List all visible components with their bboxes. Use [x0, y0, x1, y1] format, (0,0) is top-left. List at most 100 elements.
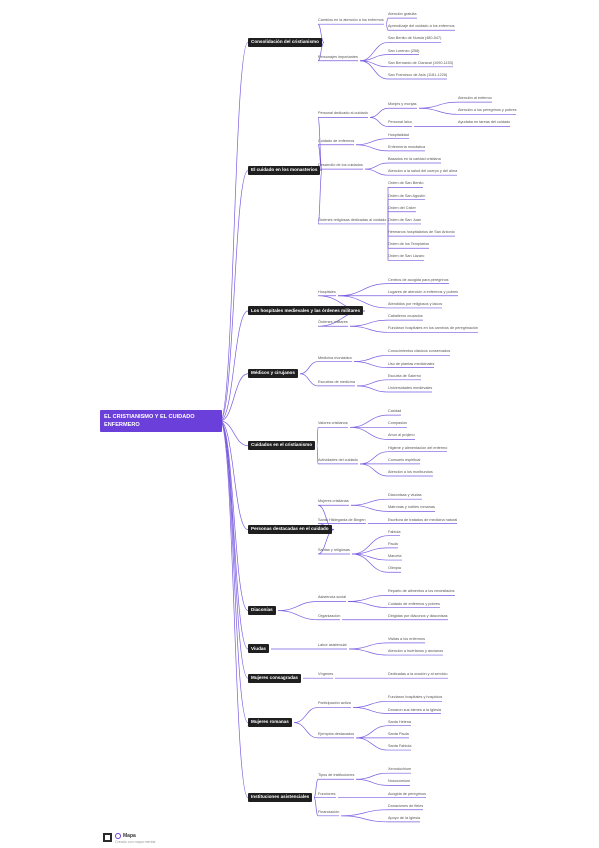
sub-topic[interactable]: Tipos de instituciones	[318, 773, 355, 778]
sub-topic[interactable]: Cuidado de enfermos y pobres	[388, 601, 440, 606]
sub-topic[interactable]: Cambios en la atención a los enfermos	[318, 18, 384, 23]
sub-topic[interactable]: Escuelas de medicina	[318, 380, 355, 385]
sub-topic[interactable]: Orden de San Lázaro	[388, 254, 425, 259]
connector-line	[317, 23, 384, 43]
sub-topic[interactable]: Reparto de alimentos a los necesitados	[388, 589, 455, 594]
sub-topic[interactable]: Nosocomium	[388, 779, 411, 784]
sub-topic[interactable]: Desarrollo de los cuidados	[318, 163, 363, 168]
main-topic[interactable]: Cuidados en el cristianismo	[248, 441, 316, 451]
root-topic[interactable]: EL CRISTIANISMO Y EL CUIDADO ENFERMERO	[100, 410, 222, 432]
sub-topic[interactable]: Hospitalidad	[388, 132, 409, 137]
sub-topic[interactable]: Funciones	[318, 791, 336, 796]
sub-topic[interactable]: San Lorenzo (258)	[388, 48, 420, 53]
sub-topic[interactable]: Escuela de Salerno	[388, 374, 421, 378]
sub-topic[interactable]: Atención gratuita	[388, 12, 417, 17]
sub-topic[interactable]: Basados en la caridad cristiana	[388, 157, 441, 162]
main-topic[interactable]: El cuidado en los monasterios	[248, 166, 321, 176]
sub-topic[interactable]: San Bernardo de Claraval (1090-1153)	[388, 61, 454, 65]
sub-topic[interactable]: Acogida de peregrinos	[388, 791, 426, 796]
sub-topic[interactable]: Santa Fabiola	[388, 744, 412, 749]
sub-topic[interactable]: Enfermería monástica	[388, 145, 426, 150]
main-topic[interactable]: Los hospitales medievales y las órdenes …	[248, 306, 364, 316]
sub-topic[interactable]: Conocimientos clásicos conservados	[388, 349, 451, 354]
sub-topic[interactable]: Atención a los moribundos	[388, 470, 433, 475]
sub-topic[interactable]: Atención a los peregrinos y pobres	[458, 108, 517, 113]
sub-topic[interactable]: Amor al prójimo	[388, 433, 415, 438]
sub-topic[interactable]: Uso de plantas medicinales	[388, 361, 435, 366]
sub-topic[interactable]: Orden de San Agustín	[388, 193, 426, 198]
sub-topic[interactable]: Ayudaba en tareas del cuidado	[458, 120, 511, 125]
sub-topic[interactable]: Valores cristianos	[318, 421, 348, 426]
connector-line	[219, 420, 249, 446]
sub-topic[interactable]: Orden de San Juan	[388, 218, 421, 223]
main-topic[interactable]: Personas destacadas en el cuidado	[248, 525, 332, 535]
sub-topic[interactable]: Visitas a los enfermos	[388, 637, 426, 642]
sub-topic[interactable]: Universidades medievales	[388, 386, 433, 391]
sub-topic[interactable]: Hospitales	[318, 289, 336, 294]
sub-topic[interactable]: Olimpia	[388, 566, 401, 571]
sub-topic[interactable]: Dirigidas por diáconos y diaconisas	[388, 613, 448, 618]
main-topic[interactable]: Médicos y cirujanos	[248, 369, 298, 379]
sub-topic[interactable]: Actividades del cuidado	[318, 458, 358, 463]
main-topic[interactable]: Consolidación del cristianismo	[248, 37, 322, 47]
sub-topic[interactable]: Caballeros cruzados	[388, 314, 423, 319]
sub-topic[interactable]: Caridad	[388, 409, 402, 414]
sub-topic[interactable]: Órdenes militares	[318, 320, 348, 325]
sub-topic[interactable]: Organización	[318, 613, 341, 618]
sub-topic[interactable]: Personal dedicado al cuidado	[318, 111, 368, 116]
sub-topic[interactable]: Donaron sus bienes a la Iglesia	[388, 707, 441, 712]
sub-topic[interactable]: Monjes y monjas	[388, 102, 417, 107]
sub-topic[interactable]: Matronas y nobles romanas	[388, 505, 435, 510]
sub-topic[interactable]: Santa Paula	[388, 732, 409, 737]
sub-topic[interactable]: Fundaron hospitales en los caminos de pe…	[388, 326, 479, 331]
sub-topic[interactable]: Mujeres cristianas	[318, 499, 349, 504]
sub-topic[interactable]: Aprendizaje del cuidado a los enfermos	[388, 24, 455, 29]
sub-topic[interactable]: Fundaron hospitales y hospicios	[388, 695, 443, 700]
sub-topic[interactable]: Xenodochium	[388, 767, 412, 772]
sub-topic[interactable]: Orden de San Benito	[388, 181, 424, 186]
sub-topic[interactable]: Donaciones de fieles	[388, 803, 424, 808]
main-topic[interactable]: Mujeres consagradas	[248, 673, 301, 683]
sub-topic[interactable]: Atención al enfermo	[458, 96, 492, 101]
main-topic[interactable]: Instituciones asistenciales	[248, 793, 313, 803]
sub-topic[interactable]: Lugares de atención a enfermos y pobres	[388, 289, 459, 294]
sub-topic[interactable]: Medicina monástica	[318, 355, 352, 360]
main-topic[interactable]: Mujeres romanas	[248, 718, 292, 728]
sub-topic[interactable]: Órdenes religiosas dedicadas al cuidado	[318, 218, 387, 223]
sub-topic[interactable]: Atención a huérfanos y ancianos	[388, 649, 444, 654]
connector-line	[219, 420, 249, 530]
sub-topic[interactable]: Compasión	[388, 421, 408, 426]
sub-topic[interactable]: Orden del Císter	[388, 205, 416, 210]
sub-topic[interactable]: Diaconisas y viudas	[388, 493, 422, 498]
sub-topic[interactable]: Ejemplos destacados	[318, 732, 355, 737]
sub-topic[interactable]: Marcela	[388, 554, 402, 559]
sub-topic[interactable]: Atención a la salud del cuerpo y del alm…	[388, 169, 458, 174]
sub-topic[interactable]: Consuelo espiritual	[388, 458, 421, 463]
sub-topic[interactable]: Paula	[388, 542, 398, 547]
sub-topic[interactable]: Asistencia social	[318, 595, 347, 600]
sub-topic[interactable]: Centros de acogida para peregrinos	[388, 277, 449, 282]
sub-topic[interactable]: Vírgenes	[318, 672, 334, 677]
sub-topic[interactable]: Santa Hildegarda de Bingen	[318, 517, 366, 522]
sub-topic[interactable]: Santa Helena	[388, 719, 412, 724]
sub-topic[interactable]: Labor asistencial	[318, 643, 347, 648]
sub-topic[interactable]: Apoyo de la Iglesia	[388, 816, 421, 821]
sub-topic[interactable]: Atendidos por religiosos y laicos	[388, 302, 443, 307]
sub-topic[interactable]: Dedicadas a la oración y al servicio	[388, 672, 448, 677]
sub-topic[interactable]: Santas y religiosas	[318, 548, 350, 553]
sub-topic[interactable]: Financiación	[318, 810, 340, 815]
sub-topic[interactable]: Participación activa	[318, 701, 351, 706]
sub-topic[interactable]: San Francisco de Asís (1181-1226)	[388, 73, 448, 78]
sub-topic[interactable]: San Benito de Nursia (480-547)	[388, 36, 442, 41]
main-topic[interactable]: Diaconías	[248, 606, 276, 616]
sub-topic[interactable]: Fabiola	[388, 529, 401, 534]
connector-line	[352, 707, 441, 714]
sub-topic[interactable]: Higiene y alimentación del enfermo	[388, 445, 448, 450]
sub-topic[interactable]: Personajes importantes	[318, 54, 358, 59]
sub-topic[interactable]: Personal laico	[388, 120, 412, 125]
sub-topic[interactable]: Hermanos hospitalarios de San Antonio	[388, 230, 455, 235]
sub-topic[interactable]: Escritora de tratados de medicina natura…	[388, 517, 458, 522]
sub-topic[interactable]: Orden de los Templarios	[388, 242, 430, 247]
sub-topic[interactable]: Cuidado de enfermos	[318, 138, 355, 143]
main-topic[interactable]: Viudas	[248, 644, 269, 654]
